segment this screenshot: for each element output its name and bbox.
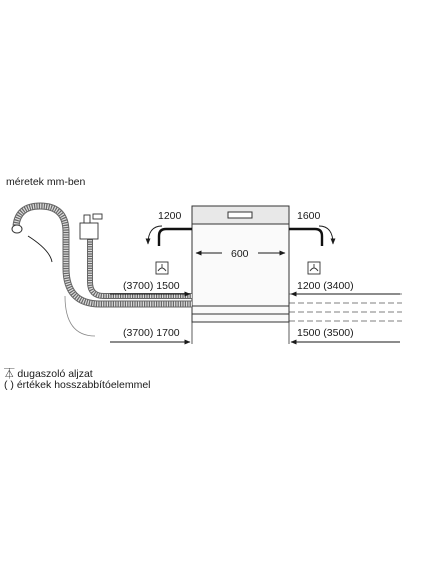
left-socket-icon: [157, 264, 167, 272]
left-cable-arrow: [145, 225, 163, 245]
aquastop-valve: [79, 213, 103, 240]
right-mid-label: 1200 (3400): [297, 280, 354, 292]
drain-reach-arc-upper: [27, 235, 53, 263]
right-bottom-label: 1500 (3500): [297, 327, 354, 339]
dishwasher-outline: [191, 205, 290, 344]
bracket-legend-symbol: ( ): [4, 379, 14, 391]
drain-hose-end: [11, 224, 23, 234]
drain-hose: [12, 202, 192, 308]
width-label: 600: [231, 248, 249, 260]
left-top-label: 1200: [158, 210, 182, 222]
left-bottom-label: (3700) 1700: [123, 327, 180, 339]
drain-reach-arc: [64, 295, 96, 337]
floor-dashes: [289, 293, 402, 322]
units-caption: méretek mm-ben: [6, 176, 86, 188]
left-power-cable: [157, 227, 192, 246]
bracket-legend-text: értékek hosszabbítóelemmel: [16, 379, 151, 391]
socket-legend-text: dugaszoló aljzat: [17, 368, 93, 380]
left-mid-label: (3700) 1500: [123, 280, 180, 292]
socket-legend-icon: ⏄: [4, 368, 15, 380]
legend-socket: ⏄ dugaszoló aljzat: [4, 366, 93, 381]
inlet-hose: [87, 238, 192, 299]
mid-dimensions: [110, 291, 400, 345]
right-power-cable: [289, 227, 324, 246]
right-cable-arrow: [318, 225, 336, 245]
right-top-label: 1600: [297, 210, 321, 222]
legend-brackets: ( ) értékek hosszabbítóelemmel: [4, 379, 151, 391]
right-socket-icon: [309, 264, 319, 272]
